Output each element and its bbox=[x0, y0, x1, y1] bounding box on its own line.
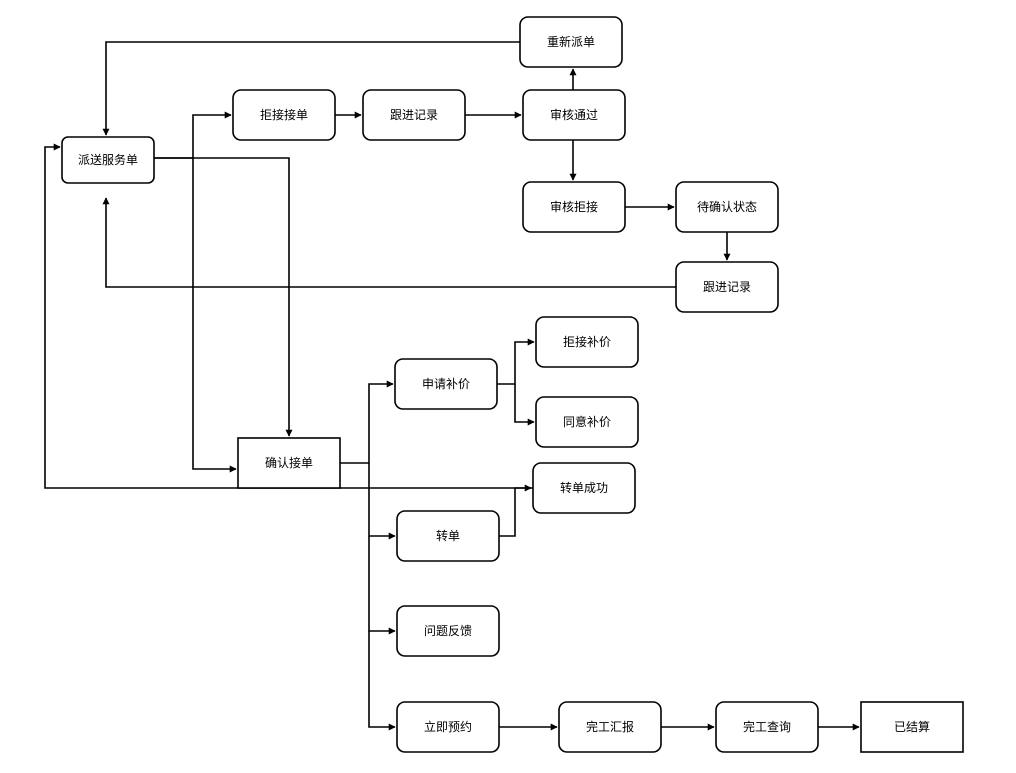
node-box-book-now bbox=[396, 701, 500, 753]
arrow-reassign-to-dispatch-order bbox=[102, 41, 520, 136]
node-issue-feedback: 问题反馈 bbox=[396, 605, 500, 657]
node-reject-order: 拒接接单 bbox=[232, 89, 336, 141]
node-box-follow-up-2 bbox=[675, 261, 779, 313]
node-box-confirm-order bbox=[237, 437, 341, 489]
arrow-transfer-success-to-dispatch-order bbox=[44, 143, 535, 489]
node-box-follow-up-1 bbox=[362, 89, 466, 141]
node-review-rejected: 审核拒接 bbox=[522, 181, 626, 233]
node-label-issue-feedback: 问题反馈 bbox=[424, 624, 472, 638]
node-label-reject-subsidy: 拒接补价 bbox=[563, 334, 611, 349]
node-box-reject-order bbox=[232, 89, 336, 141]
node-dispatch-order: 派送服务单 bbox=[61, 136, 155, 184]
arrow-dispatch-order-to-confirm-order bbox=[192, 158, 237, 473]
node-label-completion-report: 完工汇报 bbox=[586, 719, 634, 734]
node-box-transfer-success bbox=[532, 462, 636, 514]
node-label-confirm-order: 确认接单 bbox=[265, 455, 313, 470]
node-box-settled bbox=[860, 701, 964, 753]
node-completion-report: 完工汇报 bbox=[558, 701, 662, 753]
node-box-pending-confirm bbox=[675, 181, 779, 233]
node-label-agree-subsidy: 同意补价 bbox=[563, 414, 611, 429]
arrow-confirm-order-to-book-now bbox=[368, 631, 396, 731]
arrow-transfer-to-transfer-success bbox=[499, 484, 532, 537]
node-label-apply-subsidy: 申请补价 bbox=[422, 377, 470, 391]
arrow-confirm-order-to-issue-feedback bbox=[368, 536, 396, 635]
node-confirm-order: 确认接单 bbox=[237, 437, 341, 489]
edges bbox=[44, 41, 860, 731]
node-box-reassign bbox=[519, 16, 623, 68]
arrow-confirm-order-to-apply-subsidy bbox=[340, 380, 394, 464]
node-box-completion-report bbox=[558, 701, 662, 753]
nodes: 派送服务单拒接接单跟进记录审核通过重新派单审核拒接待确认状态跟进记录确认接单申请… bbox=[61, 16, 964, 753]
node-box-agree-subsidy bbox=[535, 396, 639, 448]
node-follow-up-2: 跟进记录 bbox=[675, 261, 779, 313]
node-label-completion-query: 完工查询 bbox=[743, 719, 791, 734]
node-label-follow-up-2: 跟进记录 bbox=[703, 280, 751, 294]
node-box-review-approved bbox=[522, 89, 626, 141]
node-label-review-rejected: 审核拒接 bbox=[550, 199, 598, 214]
node-agree-subsidy: 同意补价 bbox=[535, 396, 639, 448]
node-reject-subsidy: 拒接补价 bbox=[535, 316, 639, 368]
node-label-settled: 已结算 bbox=[894, 719, 930, 734]
node-label-reassign: 重新派单 bbox=[547, 34, 595, 49]
node-box-completion-query bbox=[715, 701, 819, 753]
node-box-dispatch-order bbox=[61, 136, 155, 184]
node-label-dispatch-order: 派送服务单 bbox=[78, 152, 138, 167]
node-pending-confirm: 待确认状态 bbox=[675, 181, 779, 233]
node-completion-query: 完工查询 bbox=[715, 701, 819, 753]
arrow-confirm-order-to-transfer bbox=[368, 463, 396, 540]
node-box-apply-subsidy bbox=[394, 358, 498, 410]
node-box-transfer bbox=[396, 510, 500, 562]
node-label-review-approved: 审核通过 bbox=[550, 107, 598, 122]
node-label-transfer-success: 转单成功 bbox=[560, 480, 608, 495]
node-review-approved: 审核通过 bbox=[522, 89, 626, 141]
node-apply-subsidy: 申请补价 bbox=[394, 358, 498, 410]
arrow-dispatch-order-to-reject-order bbox=[154, 111, 232, 159]
node-label-book-now: 立即预约 bbox=[424, 719, 472, 734]
node-book-now: 立即预约 bbox=[396, 701, 500, 753]
node-label-pending-confirm: 待确认状态 bbox=[697, 200, 757, 214]
node-settled: 已结算 bbox=[860, 701, 964, 753]
arrow-apply-subsidy-to-agree-subsidy bbox=[514, 384, 535, 426]
arrow-follow-up-2-to-dispatch-order bbox=[102, 197, 676, 288]
node-box-issue-feedback bbox=[396, 605, 500, 657]
node-transfer: 转单 bbox=[396, 510, 500, 562]
node-box-reject-subsidy bbox=[535, 316, 639, 368]
arrow-apply-subsidy-to-reject-subsidy bbox=[497, 338, 535, 385]
node-transfer-success: 转单成功 bbox=[532, 462, 636, 514]
node-box-review-rejected bbox=[522, 181, 626, 233]
node-follow-up-1: 跟进记录 bbox=[362, 89, 466, 141]
node-reassign: 重新派单 bbox=[519, 16, 623, 68]
node-label-transfer: 转单 bbox=[436, 528, 460, 543]
node-label-reject-order: 拒接接单 bbox=[260, 107, 308, 122]
node-label-follow-up-1: 跟进记录 bbox=[390, 108, 438, 122]
arrow-dispatch-order-to-confirm-order bbox=[154, 157, 293, 437]
